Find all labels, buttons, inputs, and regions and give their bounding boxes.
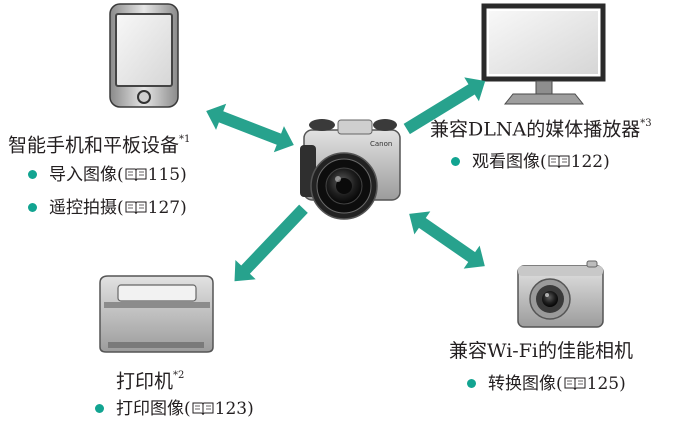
book-icon xyxy=(564,377,586,391)
compact-camera-icon xyxy=(517,260,604,328)
footnote-marker: *1 xyxy=(179,134,191,145)
dlna-monitor-icon xyxy=(481,3,606,105)
smartphone-tablet-icon xyxy=(109,3,179,108)
arrow-camera-link xyxy=(409,211,485,269)
bullet-icon xyxy=(28,170,37,179)
arrow-monitor-link xyxy=(403,77,486,135)
footnote-marker: *3 xyxy=(640,118,652,129)
list-item: 导入图像(115) xyxy=(28,164,187,186)
list-item: 打印图像(123) xyxy=(95,398,254,420)
book-icon xyxy=(125,201,147,215)
arrow-phone-link xyxy=(206,103,294,153)
book-icon xyxy=(548,155,570,169)
book-icon xyxy=(125,168,147,182)
bullet-icon xyxy=(467,379,476,388)
bullet-icon xyxy=(451,157,460,166)
arrow-printer-link xyxy=(234,204,308,282)
footnote-marker: *2 xyxy=(173,370,185,381)
list-item: 转换图像(125) xyxy=(467,373,626,395)
printer-label: 打印机*2 xyxy=(116,370,185,393)
list-item: 观看图像(122) xyxy=(451,151,610,173)
bullet-icon xyxy=(28,203,37,212)
book-icon xyxy=(192,402,214,416)
list-item: 遥控拍摄(127) xyxy=(28,197,187,219)
mirrorless-camera-icon: Canon xyxy=(300,119,401,220)
smartphone-label: 智能手机和平板设备*1 xyxy=(8,134,191,157)
brand-logo: Canon xyxy=(370,140,392,148)
printer-icon xyxy=(99,275,214,353)
wifi-camera-label: 兼容Wi-Fi的佳能相机 xyxy=(449,340,633,362)
media-player-label: 兼容DLNA的媒体播放器*3 xyxy=(430,118,652,141)
bullet-icon xyxy=(95,404,104,413)
